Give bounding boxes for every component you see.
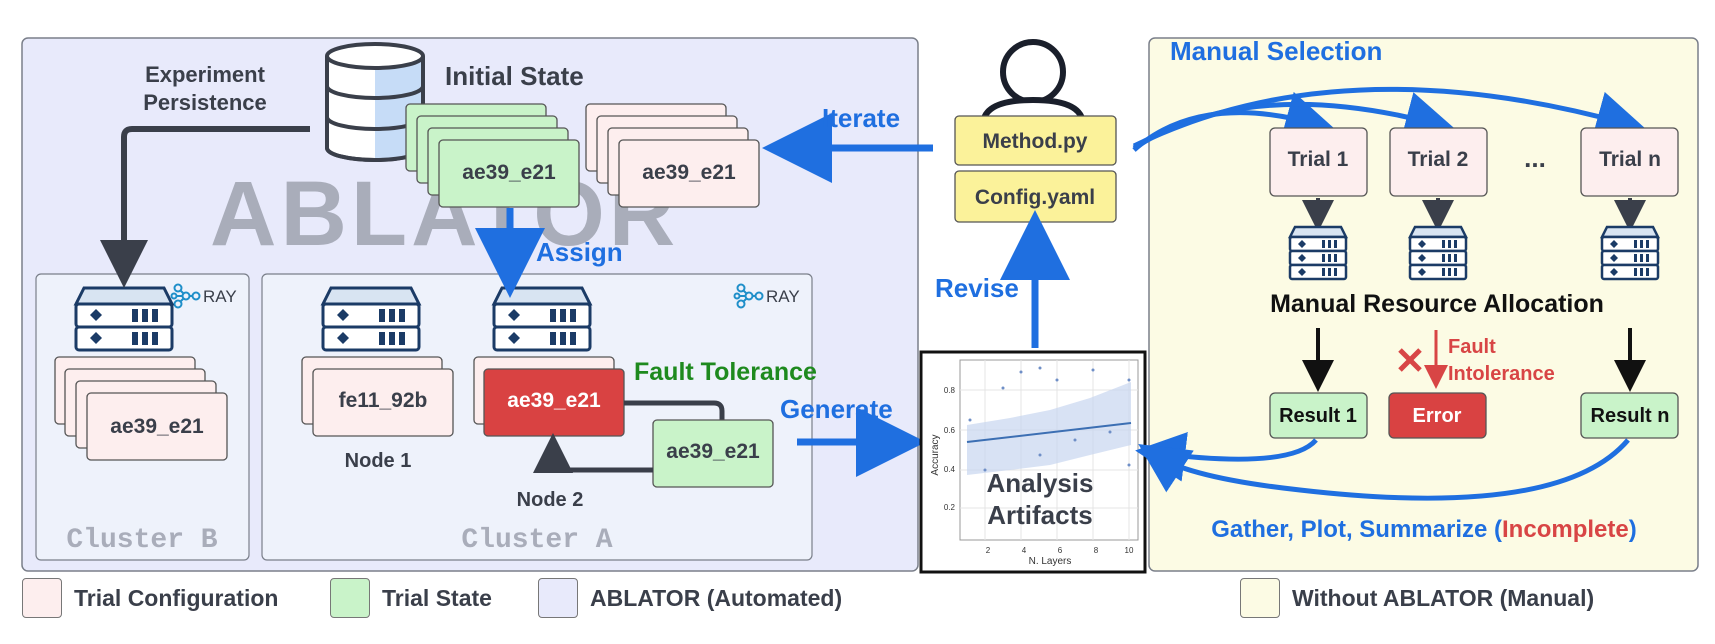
- server-icon: [321, 286, 421, 352]
- plot-xtick: 8: [1094, 546, 1099, 555]
- analysis-line2: Artifacts: [987, 500, 1092, 530]
- legend-label: Trial State: [382, 584, 492, 611]
- node2-label: Node 2: [517, 489, 584, 511]
- server-icon: [1408, 225, 1468, 281]
- recovered-trial-card: [652, 419, 774, 488]
- plot-xtick: 2: [986, 546, 991, 555]
- trial-config-card: [312, 368, 454, 437]
- recovery-arrow: [533, 433, 653, 473]
- assign-label: Assign: [536, 237, 623, 267]
- plot-xlabel: N. Layers: [1029, 556, 1072, 567]
- trial-config-card: [618, 139, 760, 208]
- gather-prefix: Gather, Plot, Summarize (: [1211, 516, 1502, 543]
- legend-swatch: [1240, 578, 1280, 618]
- database-icon: [325, 42, 425, 162]
- plot-xtick: 10: [1125, 546, 1134, 555]
- result-card: [1580, 392, 1679, 439]
- legend-trial-configuration: Trial Configuration: [22, 577, 278, 619]
- fault-intolerance-line2: Intolerance: [1448, 363, 1555, 385]
- recovery-connector: [624, 400, 725, 420]
- server-icon: [74, 286, 174, 352]
- config-file-label: Config.yaml: [975, 186, 1095, 209]
- manual-selection-label: Manual Selection: [1170, 36, 1382, 66]
- node2-recovered-trial: ae39_e21: [666, 440, 760, 463]
- legend-label: Trial Configuration: [74, 584, 279, 611]
- iterate-label: Iterate: [822, 103, 900, 133]
- plot-ytick: 0.4: [944, 465, 956, 474]
- ray-label-a: RAY: [766, 287, 800, 306]
- legend-manual: Without ABLATOR (Manual): [1240, 577, 1594, 619]
- gather-suffix: ): [1629, 516, 1637, 543]
- manual-trial-n: Trial n: [1599, 148, 1661, 171]
- mini-plot: 2 4 6 8 10 N. Layers 0.2 0.4 0.6 0.8 Acc…: [930, 359, 1139, 567]
- trial-config-card: [86, 392, 228, 461]
- fault-intolerance-line1: Fault: [1448, 336, 1496, 358]
- persistence-arrow: [100, 126, 310, 288]
- result-n: Result n: [1591, 405, 1670, 427]
- legend-trial-state: Trial State: [330, 577, 492, 619]
- resource-allocation-label: Manual Resource Allocation: [1270, 290, 1604, 318]
- state-trial-label: ae39_e21: [462, 161, 556, 184]
- experiment-persistence-line1: Experiment: [145, 62, 265, 87]
- initial-state-label: Initial State: [445, 61, 584, 91]
- plot-ytick: 0.8: [944, 386, 956, 395]
- manual-trial-card: [1580, 127, 1679, 197]
- server-icon: [492, 286, 592, 352]
- gather-label: Gather, Plot, Summarize (Incomplete): [1211, 516, 1636, 543]
- manual-trial-card: [1389, 127, 1488, 197]
- cluster-b-trial: ae39_e21: [110, 415, 204, 438]
- method-file: [954, 115, 1117, 166]
- plot-ytick: 0.2: [944, 503, 956, 512]
- legend-swatch: [538, 578, 578, 618]
- legend-swatch: [330, 578, 370, 618]
- plot-ytick: 0.6: [944, 426, 956, 435]
- node2-failed-trial: ae39_e21: [507, 389, 601, 412]
- result-1: Result 1: [1279, 405, 1357, 427]
- trial-state-card: [438, 139, 580, 208]
- plot-xtick: 4: [1022, 546, 1027, 555]
- fault-tolerance-label: Fault Tolerance: [634, 358, 817, 386]
- method-file-label: Method.py: [983, 130, 1088, 153]
- allocation-arrow: [1614, 328, 1646, 392]
- legend-label: Without ABLATOR (Manual): [1292, 584, 1595, 611]
- analysis-line1: Analysis: [987, 468, 1094, 498]
- user-icon: [980, 39, 1086, 126]
- gather-incomplete: Incomplete: [1502, 516, 1629, 543]
- config-trial-label: ae39_e21: [642, 161, 736, 184]
- manual-trial-1: Trial 1: [1288, 148, 1349, 171]
- legend-ablator: ABLATOR (Automated): [538, 577, 842, 619]
- error-card: [1388, 392, 1487, 439]
- generate-label: Generate: [780, 394, 893, 424]
- ray-label-b: RAY: [203, 287, 237, 306]
- gather-arrow: [1138, 438, 1630, 501]
- result-card: [1269, 392, 1368, 439]
- legend-label: ABLATOR (Automated): [590, 584, 843, 611]
- revise-label: Revise: [935, 273, 1019, 303]
- plot-xtick: 6: [1058, 546, 1063, 555]
- server-icon: [1600, 225, 1660, 281]
- node1-trial: fe11_92b: [339, 389, 428, 412]
- manual-trial-2: Trial 2: [1408, 148, 1469, 171]
- error-cross-icon: [1398, 348, 1422, 372]
- server-icon: [1288, 225, 1348, 281]
- experiment-persistence-line2: Persistence: [143, 90, 267, 115]
- trial-ellipsis: ...: [1524, 143, 1546, 173]
- selection-arrow: [1132, 86, 1647, 149]
- cluster-b-label: Cluster B: [66, 525, 217, 556]
- node1-label: Node 1: [345, 450, 412, 472]
- manual-trial-card: [1269, 127, 1368, 197]
- legend-swatch: [22, 578, 62, 618]
- result-error: Error: [1413, 405, 1462, 427]
- allocation-arrow: [1302, 328, 1334, 392]
- plot-ylabel: Accuracy: [930, 434, 941, 475]
- cluster-a-label: Cluster A: [461, 525, 612, 556]
